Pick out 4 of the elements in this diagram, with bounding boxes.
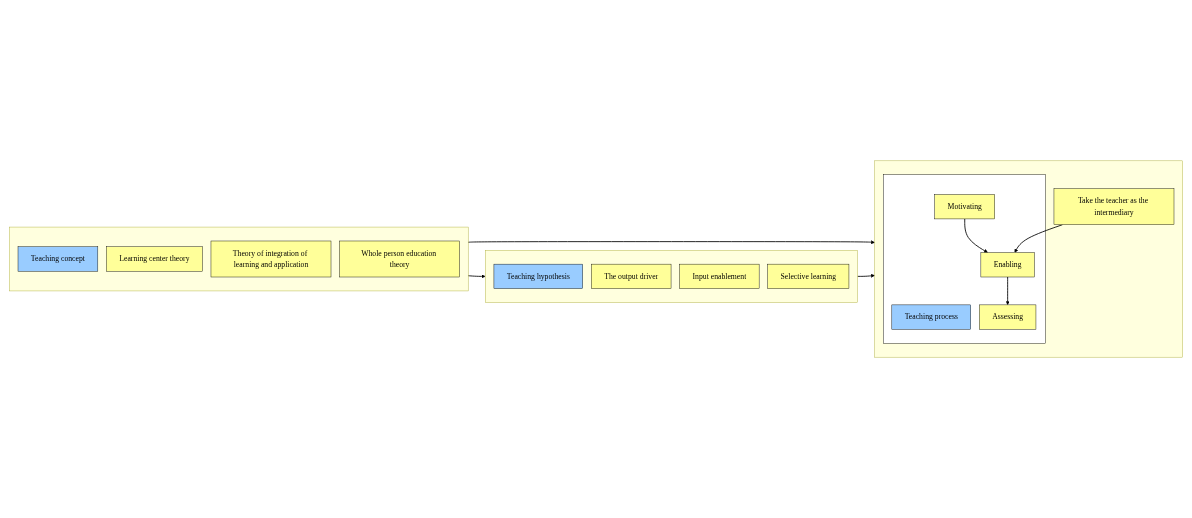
cluster [9,226,469,292]
cluster [485,250,858,303]
cluster [874,160,1183,358]
cluster [883,174,1046,344]
